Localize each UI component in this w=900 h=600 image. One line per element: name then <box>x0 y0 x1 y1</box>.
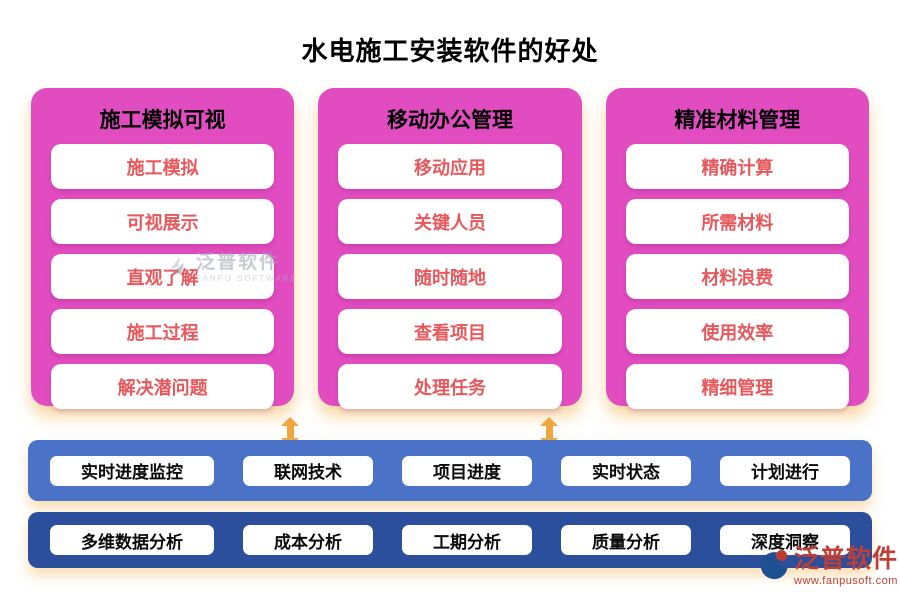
column-header: 移动办公管理 <box>386 109 513 132</box>
column-header: 施工模拟可视 <box>99 109 226 132</box>
row-item: 项目进度 <box>402 455 532 486</box>
column-item: 直观了解 <box>51 254 275 299</box>
brand-footer: 泛普软件 www.fanpusoft.com <box>757 547 898 587</box>
row-item: 成本分析 <box>243 525 373 555</box>
brand-name: 泛普软件 <box>794 545 899 573</box>
column-construction-simulation: 施工模拟可视 施工模拟 可视展示 直观了解 施工过程 解决潜问题 <box>31 88 295 409</box>
row-item: 深度洞察 <box>720 525 850 555</box>
fanpu-logo-icon <box>757 547 791 586</box>
column-item: 精确计算 <box>625 144 849 189</box>
column-item: 可视展示 <box>51 199 275 244</box>
column-item: 施工过程 <box>51 309 275 354</box>
column-item: 解决潜问题 <box>51 364 275 409</box>
benefit-columns: 施工模拟可视 施工模拟 可视展示 直观了解 施工过程 解决潜问题 移动办公管理 … <box>31 88 869 409</box>
column-item: 材料浪费 <box>625 254 849 299</box>
row-item: 工期分析 <box>402 525 532 555</box>
column-item: 随时随地 <box>338 254 562 299</box>
row-item: 质量分析 <box>561 525 691 555</box>
column-mobile-office: 移动办公管理 移动应用 关键人员 随时随地 查看项目 处理任务 <box>318 88 582 409</box>
row-item: 多维数据分析 <box>50 525 214 555</box>
column-item: 所需材料 <box>625 199 849 244</box>
column-item: 移动应用 <box>338 144 562 189</box>
column-item: 施工模拟 <box>51 144 275 189</box>
row-item: 实时状态 <box>561 455 691 486</box>
column-item: 精细管理 <box>625 364 849 409</box>
row-item: 联网技术 <box>243 455 373 486</box>
row-item: 实时进度监控 <box>50 455 214 486</box>
column-header: 精准材料管理 <box>674 109 801 132</box>
column-item: 处理任务 <box>338 364 562 409</box>
column-item: 关键人员 <box>338 199 562 244</box>
page-title: 水电施工安装软件的好处 <box>301 36 599 66</box>
flow-row-monitoring: 实时进度监控 联网技术 项目进度 实时状态 计划进行 <box>28 440 872 501</box>
column-material-management: 精准材料管理 精确计算 所需材料 材料浪费 使用效率 精细管理 <box>605 88 869 409</box>
brand-url: www.fanpusoft.com <box>794 575 898 587</box>
row-item: 计划进行 <box>720 455 850 486</box>
column-item: 使用效率 <box>625 309 849 354</box>
column-item: 查看项目 <box>338 309 562 354</box>
flow-row-analysis: 多维数据分析 成本分析 工期分析 质量分析 深度洞察 <box>28 512 872 568</box>
